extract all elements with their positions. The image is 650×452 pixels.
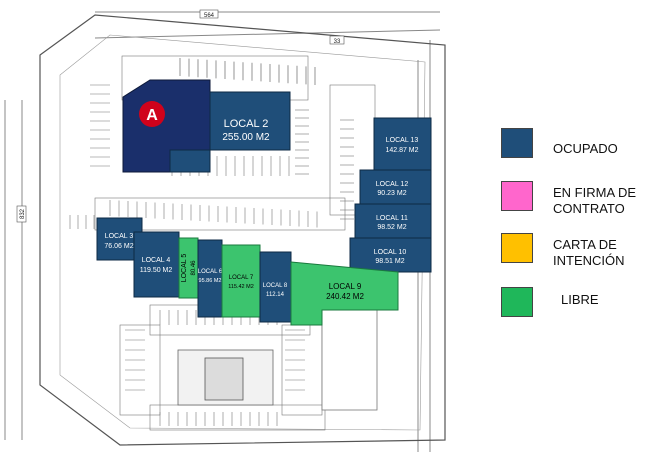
local-8-area: 112.14 xyxy=(266,292,285,298)
local-12-name: LOCAL 12 xyxy=(376,181,409,188)
inner-boundary xyxy=(59,34,426,431)
local-2-area: 255.00 M2 xyxy=(222,132,270,143)
local-10-area: 98.51 M2 xyxy=(375,258,404,265)
local-5-area: 80.46 xyxy=(191,260,197,276)
street-label-top2: 33 xyxy=(334,39,341,45)
street-label-left: 832 xyxy=(20,208,26,219)
parking-top xyxy=(179,58,316,85)
parking-area xyxy=(149,404,326,431)
street-label-box-top2 xyxy=(329,35,345,45)
local-9-area: 240.42 M2 xyxy=(326,292,364,301)
local-4[interactable] xyxy=(133,231,180,298)
local-8[interactable] xyxy=(259,251,292,323)
local-8-name: LOCAL 8 xyxy=(263,283,288,289)
local-11[interactable] xyxy=(354,203,432,239)
local-3-name: LOCAL 3 xyxy=(105,233,134,240)
street-label-box-left xyxy=(16,205,27,223)
street-label-box-top xyxy=(199,9,219,19)
parking-area xyxy=(119,324,161,416)
local-10[interactable] xyxy=(349,237,432,273)
local-6-name: LOCAL 6 xyxy=(198,269,223,275)
local-13[interactable] xyxy=(373,117,432,171)
local-3-area: 76.06 M2 xyxy=(104,243,133,250)
local-10-name: LOCAL 10 xyxy=(374,249,407,256)
right-blank-area xyxy=(321,309,378,411)
local-7[interactable] xyxy=(221,244,261,318)
local-13-name: LOCAL 13 xyxy=(386,137,419,144)
anchor-logo-text: A xyxy=(146,107,158,124)
local-4-area: 119.50 M2 xyxy=(140,267,173,274)
legend-swatch-libre xyxy=(501,287,533,317)
legend-label-en-firma-2: CONTRATO xyxy=(553,201,625,216)
local-2-name: LOCAL 2 xyxy=(224,118,269,130)
legend-label-en-firma-1: EN FIRMA DE xyxy=(553,185,637,200)
local-7-name: LOCAL 7 xyxy=(229,275,254,281)
local-9[interactable] xyxy=(290,261,399,326)
legend-swatch-en-firma xyxy=(501,181,533,211)
local-6[interactable] xyxy=(197,239,223,318)
legend-label-carta-2: INTENCIÓN xyxy=(553,253,625,268)
local-9-name: LOCAL 9 xyxy=(329,282,362,291)
local-11-name: LOCAL 11 xyxy=(376,215,408,222)
local-2[interactable] xyxy=(169,91,291,173)
legend-swatch-ocupado xyxy=(501,128,533,158)
local-11-area: 98.52 M2 xyxy=(377,224,406,231)
legend-swatch-carta xyxy=(501,233,533,263)
local-6-area: 95.86 M2 xyxy=(199,278,222,284)
legend-label-ocupado: OCUPADO xyxy=(553,141,618,156)
street-label-top: 564 xyxy=(204,13,215,19)
anchor-logo-icon xyxy=(139,101,165,127)
site-boundary xyxy=(39,14,446,446)
local-4-name: LOCAL 4 xyxy=(142,257,171,264)
local-7-area: 115.42 M2 xyxy=(228,284,254,290)
lower-building-hatch xyxy=(204,357,244,401)
parking-area xyxy=(94,197,346,231)
local-12-area: 90.23 M2 xyxy=(377,190,406,197)
local-5-name: LOCAL 5 xyxy=(181,254,188,283)
local-13-area: 142.87 M2 xyxy=(385,147,418,154)
legend-label-libre: LIBRE xyxy=(561,292,599,307)
legend-label-carta-1: CARTA DE xyxy=(553,237,617,252)
